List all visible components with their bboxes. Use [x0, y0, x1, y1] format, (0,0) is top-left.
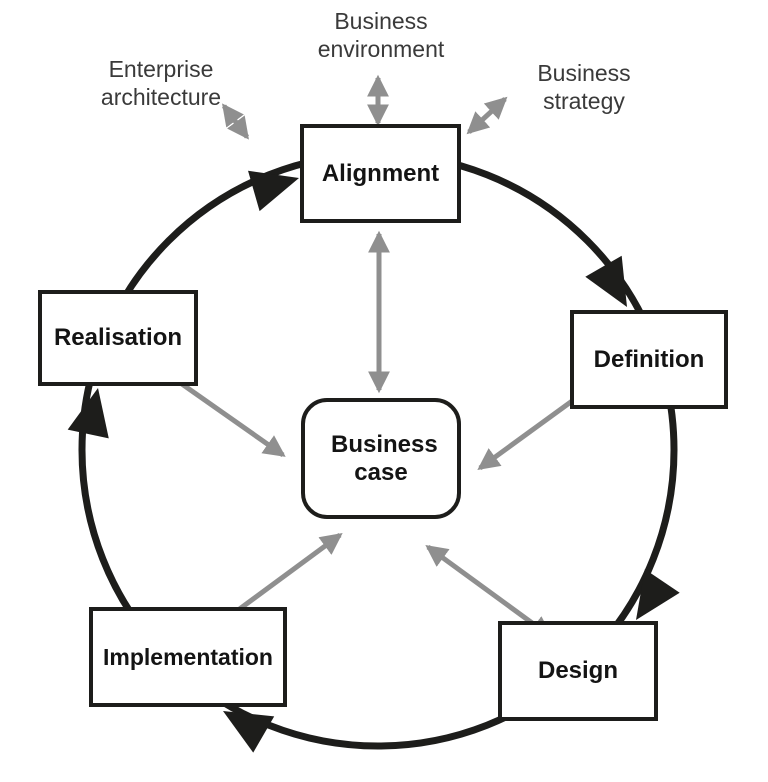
flow-arrowhead-to-definition-icon — [585, 255, 627, 307]
stage-label-implementation: Implementation — [103, 643, 273, 670]
center-node-business-case: Business case — [301, 398, 461, 519]
stage-node-implementation: Implementation — [89, 607, 287, 707]
stage-label-alignment: Alignment — [321, 159, 440, 187]
external-label-business-strategy: Business strategy — [537, 60, 631, 114]
external-label-enterprise-architecture: Enterprise architecture — [100, 56, 222, 110]
stage-label-realisation: Realisation — [53, 324, 183, 352]
flow-arrowhead-to-realisation-icon — [67, 388, 109, 439]
stage-node-alignment: Alignment — [300, 124, 461, 223]
center-node-label: Business case — [331, 430, 438, 486]
stage-label-definition: Definition — [593, 345, 705, 373]
stage-node-realisation: Realisation — [38, 290, 198, 386]
flow-arrowhead-to-design-icon — [636, 569, 680, 620]
flow-arrowhead-to-implementation-icon — [223, 711, 275, 753]
enterprise-architecture-alignment-arrow-icon — [221, 103, 250, 140]
business-strategy-alignment-arrow-icon — [466, 96, 508, 135]
stage-node-definition: Definition — [570, 310, 728, 409]
stage-node-design: Design — [498, 621, 658, 721]
external-label-business-environment: Business environment — [317, 8, 445, 62]
flow-arrowhead-to-alignment-icon — [248, 170, 299, 212]
stage-label-design: Design — [537, 657, 618, 685]
